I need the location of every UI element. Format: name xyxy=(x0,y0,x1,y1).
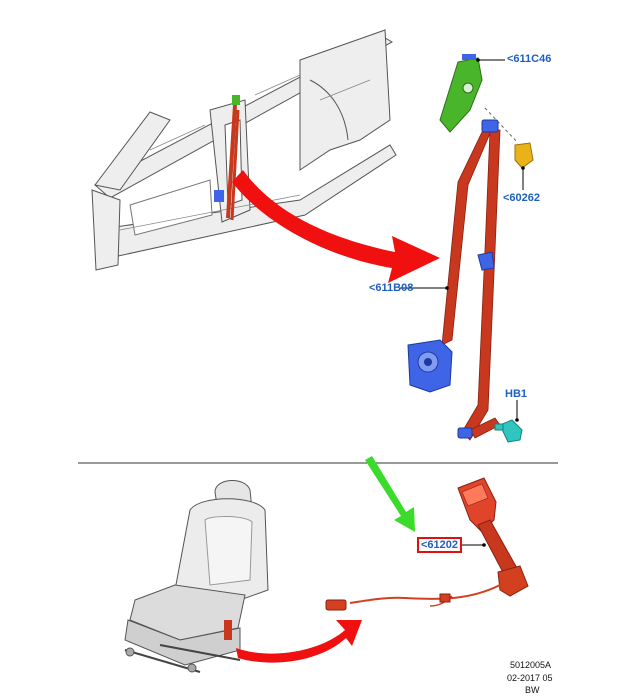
belt-webbing xyxy=(441,123,501,441)
belt-slider xyxy=(477,251,495,271)
callout-retractor-belt: <611B08 xyxy=(369,282,414,294)
upper-guide-part xyxy=(439,54,483,133)
callout-upper-guide: <611C46 xyxy=(507,53,552,65)
bolt-part xyxy=(494,419,523,443)
callout-bolt: HB1 xyxy=(505,388,528,400)
green-pointer-arrow xyxy=(365,456,415,532)
buckle-assembly xyxy=(325,477,529,611)
drawing-suffix: BW xyxy=(525,685,540,695)
callout-buckle-cap: <60262 xyxy=(503,192,541,204)
red-pointer-arrow-bottom xyxy=(236,620,362,663)
buckle-cap-part xyxy=(514,142,534,169)
retractor-part xyxy=(407,339,453,393)
callout-buckle: <61202 xyxy=(417,537,463,553)
seat-buckle-preview xyxy=(224,620,232,640)
vehicle-body-side xyxy=(91,29,397,271)
drawing-date-code: 02-2017 05 xyxy=(507,673,553,683)
belt-on-pillar-preview xyxy=(214,95,240,221)
seat-assembly xyxy=(124,480,269,673)
belt-upper-anchor xyxy=(481,119,499,133)
belt-lower-anchor xyxy=(457,427,473,439)
drawing-id: 5012005A xyxy=(510,660,552,670)
red-pointer-arrow-top xyxy=(232,170,440,283)
